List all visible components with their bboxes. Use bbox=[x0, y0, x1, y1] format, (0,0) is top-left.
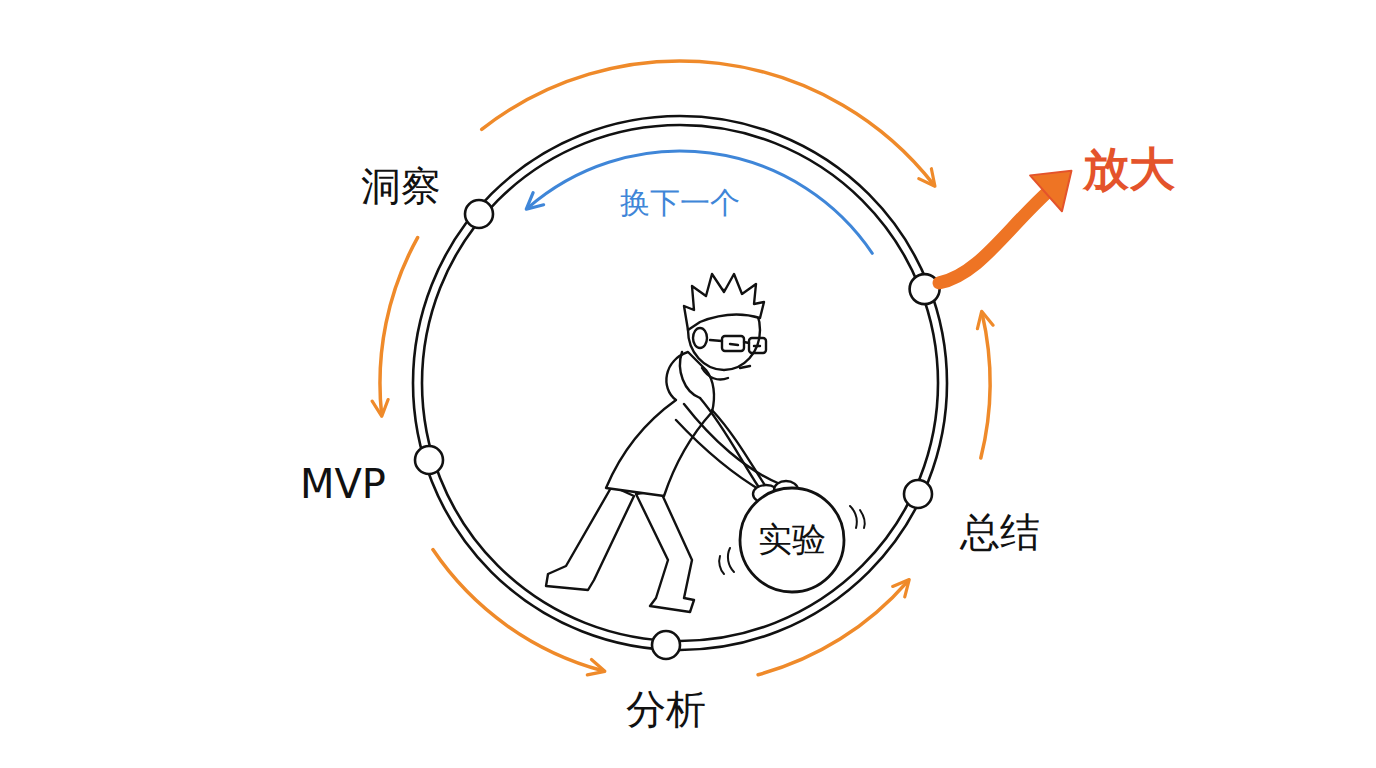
stage-point: 总结 bbox=[902, 478, 934, 510]
stage-label: 分析 bbox=[626, 687, 706, 731]
back-leg bbox=[546, 486, 634, 590]
cycle-ring-outer bbox=[413, 116, 947, 650]
hoodie-body bbox=[606, 352, 714, 496]
loop-back-arrow bbox=[528, 151, 873, 253]
stage-label: 洞察 bbox=[361, 164, 441, 208]
cycle-ring-inner bbox=[422, 125, 938, 641]
scale-up-stroke bbox=[939, 188, 1052, 283]
point-circle bbox=[902, 478, 934, 510]
point-outline bbox=[904, 480, 932, 508]
outcome-label: 放大 bbox=[1062, 138, 1196, 202]
scale-up-arrow bbox=[939, 171, 1071, 458]
stage-label: MVP bbox=[300, 462, 386, 506]
edge-label: 换下一个 bbox=[620, 183, 740, 224]
hood bbox=[680, 352, 700, 398]
arm-back bbox=[700, 398, 758, 486]
eyes bbox=[730, 344, 760, 346]
hair bbox=[684, 274, 764, 330]
stage-point: 分析 bbox=[650, 629, 682, 661]
junction-point bbox=[910, 274, 940, 304]
glasses-frame bbox=[710, 340, 749, 343]
arrow-head bbox=[1030, 171, 1071, 212]
mouth bbox=[740, 366, 750, 368]
neck bbox=[702, 368, 728, 380]
ball-label: 实验 bbox=[738, 486, 846, 594]
front-leg bbox=[636, 490, 694, 612]
stage-label: 总结 bbox=[960, 510, 1040, 554]
flow-arrow bbox=[981, 313, 990, 458]
outcome-text: 放大 bbox=[1062, 138, 1196, 202]
point-outline bbox=[652, 631, 680, 659]
flow-arrow bbox=[380, 238, 418, 415]
point-circle bbox=[413, 444, 445, 476]
stage-point: MVP bbox=[413, 444, 445, 476]
flow-arrow bbox=[433, 550, 603, 671]
point-outline bbox=[415, 446, 443, 474]
point-circle bbox=[650, 629, 682, 661]
ear bbox=[693, 328, 707, 348]
flow-arc bbox=[482, 61, 934, 185]
stage-point: 洞察 bbox=[463, 198, 495, 230]
flow-arrow bbox=[758, 581, 908, 675]
experiment-ball: 实验 bbox=[738, 486, 846, 594]
point-outline bbox=[465, 200, 493, 228]
point-circle bbox=[463, 198, 495, 230]
